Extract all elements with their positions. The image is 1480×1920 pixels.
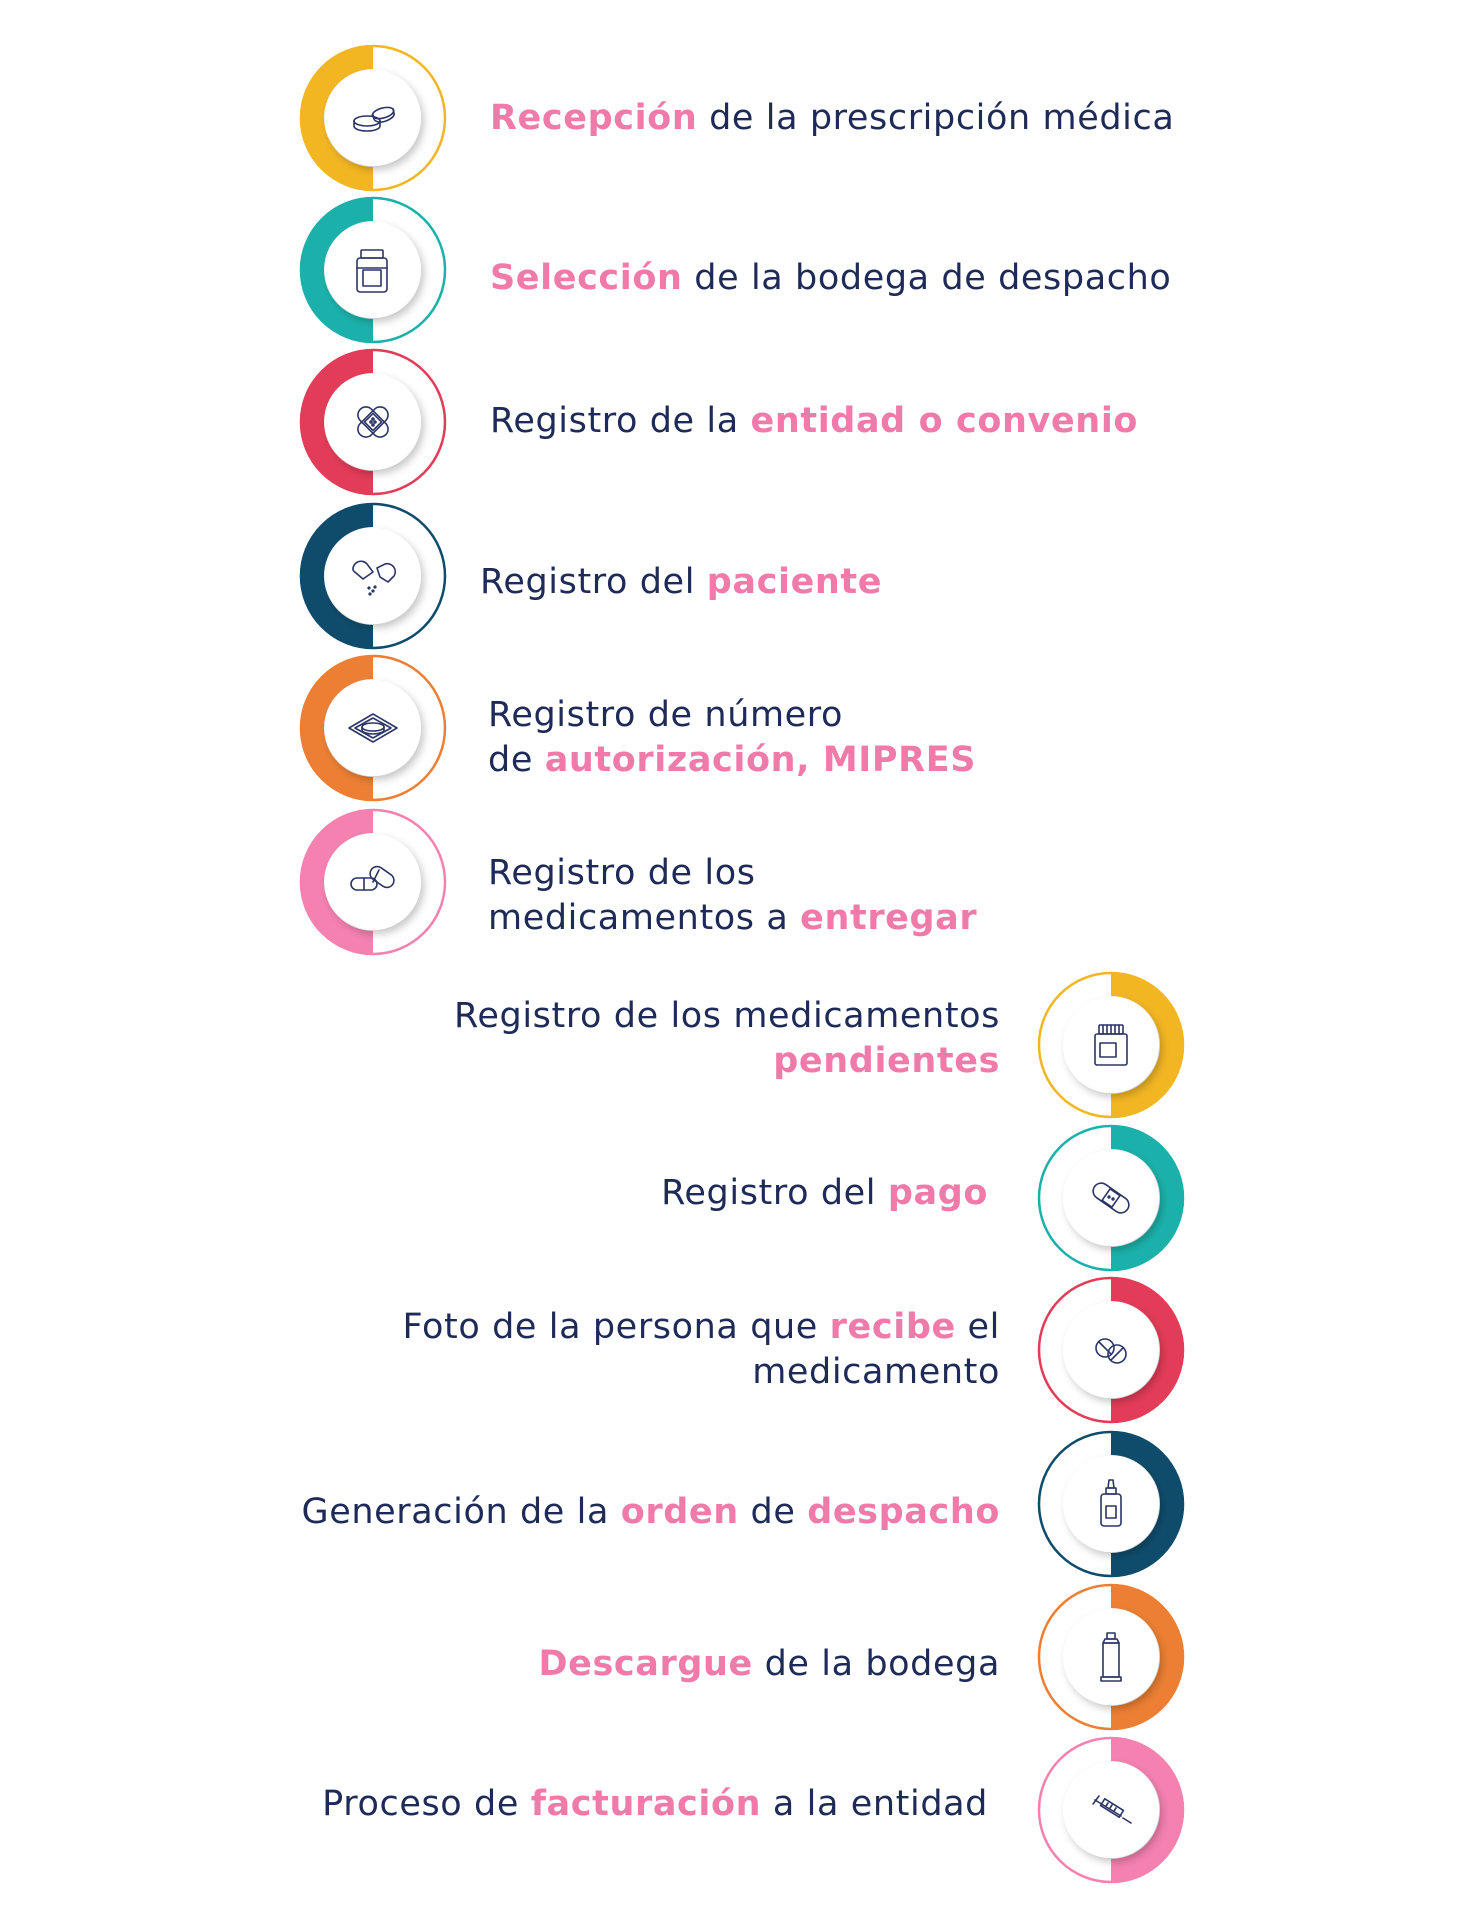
highlighted-text: Descargue <box>538 1643 753 1684</box>
step-ring <box>1037 1430 1185 1578</box>
label-text: Foto de la persona que <box>402 1307 830 1347</box>
step-label-line: Registro del paciente <box>480 560 882 605</box>
step-label-line: pendientes <box>454 1039 1000 1084</box>
highlighted-text: orden <box>620 1491 739 1532</box>
step-label: Recepción de la prescripción médica <box>490 96 1174 141</box>
label-text: Proceso de <box>322 1783 531 1824</box>
step-badge <box>298 653 448 803</box>
highlighted-text: pago <box>887 1172 988 1213</box>
bandage-icon <box>343 392 403 452</box>
ointment-tube-icon <box>1081 1627 1141 1687</box>
label-text: Registro de número <box>488 695 844 735</box>
highlighted-text: entidad o convenio <box>750 400 1139 441</box>
highlighted-text: entregar <box>800 898 978 938</box>
step-label-line: Registro de la entidad o convenio <box>490 399 1138 444</box>
dropper-bottle-icon <box>1081 1474 1141 1534</box>
step-ring <box>1037 1583 1185 1731</box>
step-badge <box>1036 1582 1186 1732</box>
label-text: Registro de los medicamentos <box>454 996 1000 1036</box>
pill-bottle-icon <box>1081 1015 1141 1075</box>
step-label: Registro del paciente <box>480 560 882 605</box>
two-tablets-icon <box>1081 1320 1141 1380</box>
step-badge <box>298 347 448 497</box>
step-label-line: Descargue de la bodega <box>538 1642 1000 1687</box>
step-label: Registro del pago <box>661 1171 988 1216</box>
step-label: Proceso de facturación a la entidad <box>322 1782 988 1827</box>
label-text: de <box>488 740 545 780</box>
step-badge <box>298 195 448 345</box>
step-badge <box>1036 970 1186 1120</box>
step-label-line: Registro de número <box>488 693 976 738</box>
highlighted-text: paciente <box>706 561 883 602</box>
step-label-line: medicamentos a entregar <box>488 896 977 941</box>
highlighted-text: autorización, MIPRES <box>544 740 977 780</box>
step-label-line: de autorización, MIPRES <box>488 738 976 783</box>
highlighted-text: pendientes <box>773 1041 1000 1081</box>
step-ring <box>1037 971 1185 1119</box>
step-label-line: Foto de la persona que recibe el <box>403 1305 1000 1350</box>
step-label-line: Recepción de la prescripción médica <box>490 96 1174 141</box>
step-label-line: Generación de la orden de despacho <box>301 1490 1000 1535</box>
pills-icon <box>343 88 403 148</box>
step-badge <box>1036 1275 1186 1425</box>
label-text: medicamento <box>752 1352 1000 1392</box>
highlighted-text: recibe <box>829 1307 956 1347</box>
label-text: medicamentos a <box>488 898 801 938</box>
step-ring <box>299 654 447 802</box>
medicine-jar-icon <box>343 240 403 300</box>
label-text: Registro de la <box>490 400 751 441</box>
step-badge <box>298 807 448 957</box>
step-badge <box>1036 1123 1186 1273</box>
highlighted-text: Recepción <box>490 97 698 138</box>
label-text: de <box>738 1491 808 1532</box>
step-ring <box>1037 1124 1185 1272</box>
step-ring <box>299 502 447 650</box>
label-text: de la bodega <box>752 1643 1000 1684</box>
label-text: Generación de la <box>301 1491 621 1532</box>
capsules-icon <box>343 852 403 912</box>
plaster-icon <box>1081 1168 1141 1228</box>
step-label: Registro de la entidad o convenio <box>490 399 1138 444</box>
highlighted-text: Selección <box>490 257 683 298</box>
step-badge <box>298 501 448 651</box>
label-text: Registro de los <box>488 853 756 893</box>
step-ring <box>1037 1276 1185 1424</box>
step-label-line: Registro de los medicamentos <box>454 994 1000 1039</box>
step-ring <box>299 348 447 496</box>
open-capsule-icon <box>343 546 403 606</box>
step-label-line: Selección de la bodega de despacho <box>490 256 1171 301</box>
tablet-on-tray-icon <box>343 698 403 758</box>
label-text: el <box>955 1307 1000 1347</box>
step-label-line: Registro de los <box>488 851 977 896</box>
highlighted-text: facturación <box>530 1783 762 1824</box>
step-label: Generación de la orden de despacho <box>301 1490 1000 1535</box>
label-text: Registro del <box>661 1172 888 1213</box>
syringe-icon <box>1081 1780 1141 1840</box>
step-label-line: medicamento <box>403 1350 1000 1395</box>
step-label: Registro de los medicamentos pendientes <box>454 994 1000 1084</box>
label-text: Registro del <box>480 561 707 602</box>
label-text: de la prescripción médica <box>697 97 1175 138</box>
step-badge <box>1036 1429 1186 1579</box>
label-text: de la bodega de despacho <box>682 257 1172 298</box>
step-label-line: Registro del pago <box>661 1171 988 1216</box>
step-badge <box>1036 1735 1186 1885</box>
highlighted-text: despacho <box>807 1491 1000 1532</box>
step-badge <box>298 43 448 193</box>
step-label: Descargue de la bodega <box>538 1642 1000 1687</box>
step-label: Selección de la bodega de despacho <box>490 256 1171 301</box>
step-label-line: Proceso de facturación a la entidad <box>322 1782 988 1827</box>
label-text: a la entidad <box>761 1783 988 1824</box>
